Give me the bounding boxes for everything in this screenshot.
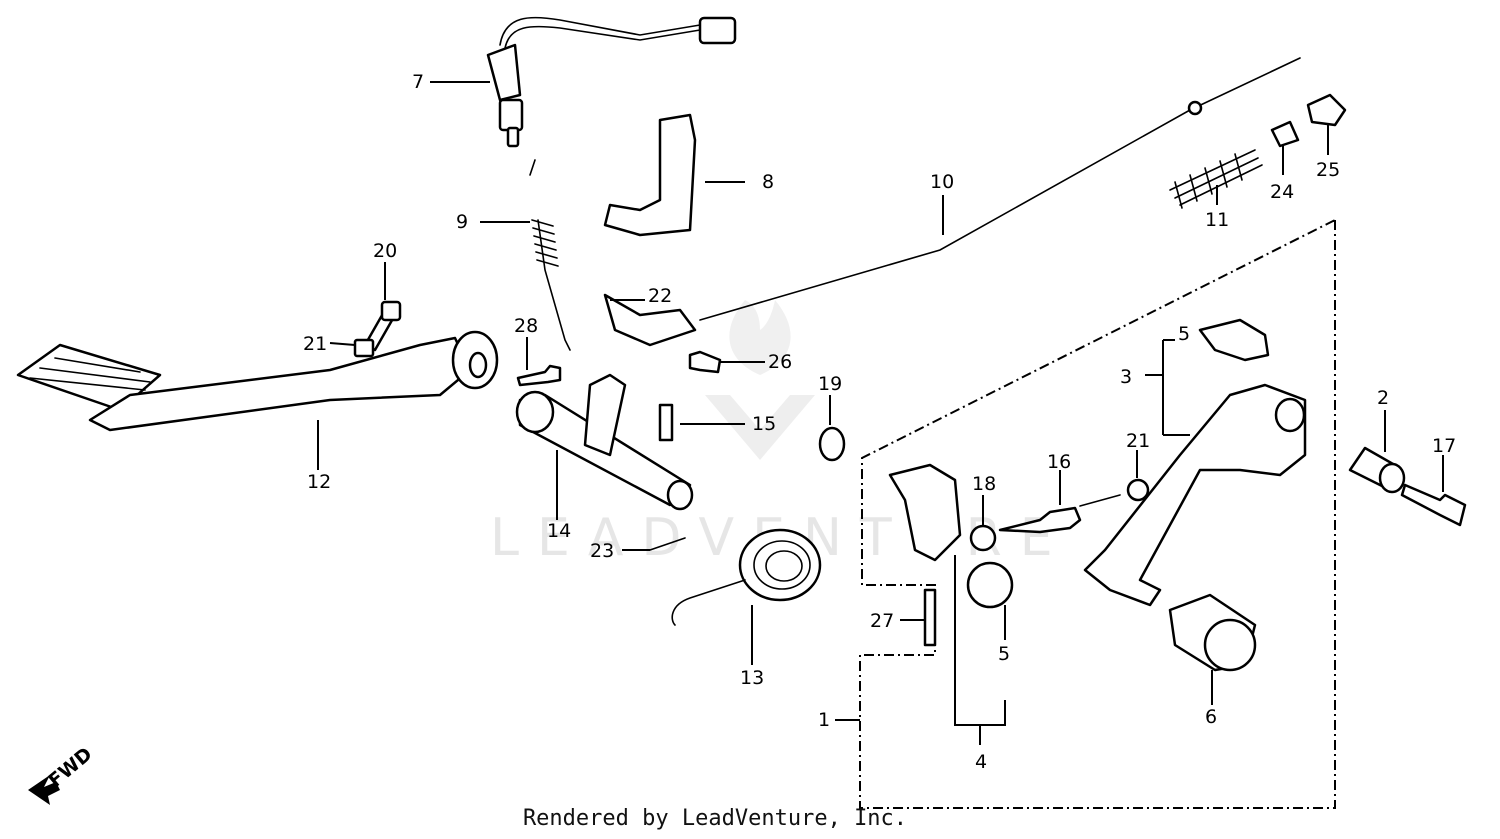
callout-26: 26 [768, 351, 792, 373]
callout-3: 3 [1120, 366, 1132, 388]
callout-17: 17 [1432, 435, 1456, 457]
callout-24: 24 [1270, 181, 1294, 203]
pedal-stop-bolt [353, 300, 402, 358]
nut-21b [1126, 478, 1150, 502]
callouts: 1 2 3 4 5 5 6 7 8 9 10 11 12 13 14 15 16… [303, 71, 1456, 773]
callout-28: 28 [514, 315, 538, 337]
callout-15: 15 [752, 413, 776, 435]
pedal-rubber-6 [1168, 593, 1257, 672]
ball-joint-5b [966, 561, 1014, 609]
rod-joint [1270, 120, 1300, 148]
brake-switch [486, 16, 737, 148]
brake-shaft [515, 373, 694, 511]
bolt-26 [688, 350, 722, 374]
threaded-rod-16 [998, 506, 1082, 534]
callout-1: 1 [818, 709, 830, 731]
bracket-3 [1145, 339, 1190, 436]
torsion-spring [671, 528, 822, 626]
leader-lines [317, 81, 1444, 705]
ball-joint-5a [1198, 318, 1270, 362]
collar-2 [1348, 446, 1406, 494]
bolt-28 [516, 364, 562, 387]
callout-14: 14 [547, 520, 571, 542]
callout-8: 8 [762, 171, 774, 193]
callout-22: 22 [648, 285, 672, 307]
washer-19 [818, 426, 846, 462]
callout-16: 16 [1047, 451, 1071, 473]
link-plate [888, 463, 962, 562]
pedal-arm-3 [1083, 383, 1307, 607]
callout-4: 4 [975, 751, 987, 773]
watermark-logo [705, 395, 815, 460]
bracket-4 [954, 555, 1006, 745]
adjusting-nut [1306, 93, 1347, 127]
brake-rod [603, 57, 1301, 347]
callout-5a: 5 [1178, 323, 1190, 345]
fwd-arrow-icon [28, 775, 60, 805]
joint-18 [969, 524, 997, 552]
callout-7: 7 [412, 71, 424, 93]
callout-20: 20 [373, 240, 397, 262]
fwd-indicator: FWD [28, 743, 97, 805]
pin-15 [658, 403, 674, 442]
callout-12: 12 [307, 471, 331, 493]
rod-spring [1169, 149, 1263, 209]
callout-10: 10 [930, 171, 954, 193]
callout-18: 18 [972, 473, 996, 495]
assembly-boundary [859, 218, 1336, 809]
callout-5b: 5 [998, 643, 1010, 665]
callout-19: 19 [818, 373, 842, 395]
callout-2: 2 [1377, 387, 1389, 409]
callout-25: 25 [1316, 159, 1340, 181]
switch-bracket [603, 113, 697, 237]
callout-9: 9 [456, 211, 468, 233]
callout-11: 11 [1205, 209, 1229, 231]
callout-27: 27 [870, 610, 894, 632]
callout-21b: 21 [1126, 430, 1150, 452]
fwd-label: FWD [44, 743, 96, 792]
bolt-17 [1400, 483, 1467, 527]
bolt-27 [923, 588, 937, 647]
clip-23 [649, 537, 686, 551]
return-spring [529, 159, 571, 351]
callout-13: 13 [740, 667, 764, 689]
callout-6: 6 [1205, 706, 1217, 728]
footer-credit: Rendered by LeadVenture, Inc. [522, 806, 908, 831]
callout-21a: 21 [303, 333, 327, 355]
callout-23: 23 [590, 540, 614, 562]
brake-pedal [16, 330, 499, 432]
